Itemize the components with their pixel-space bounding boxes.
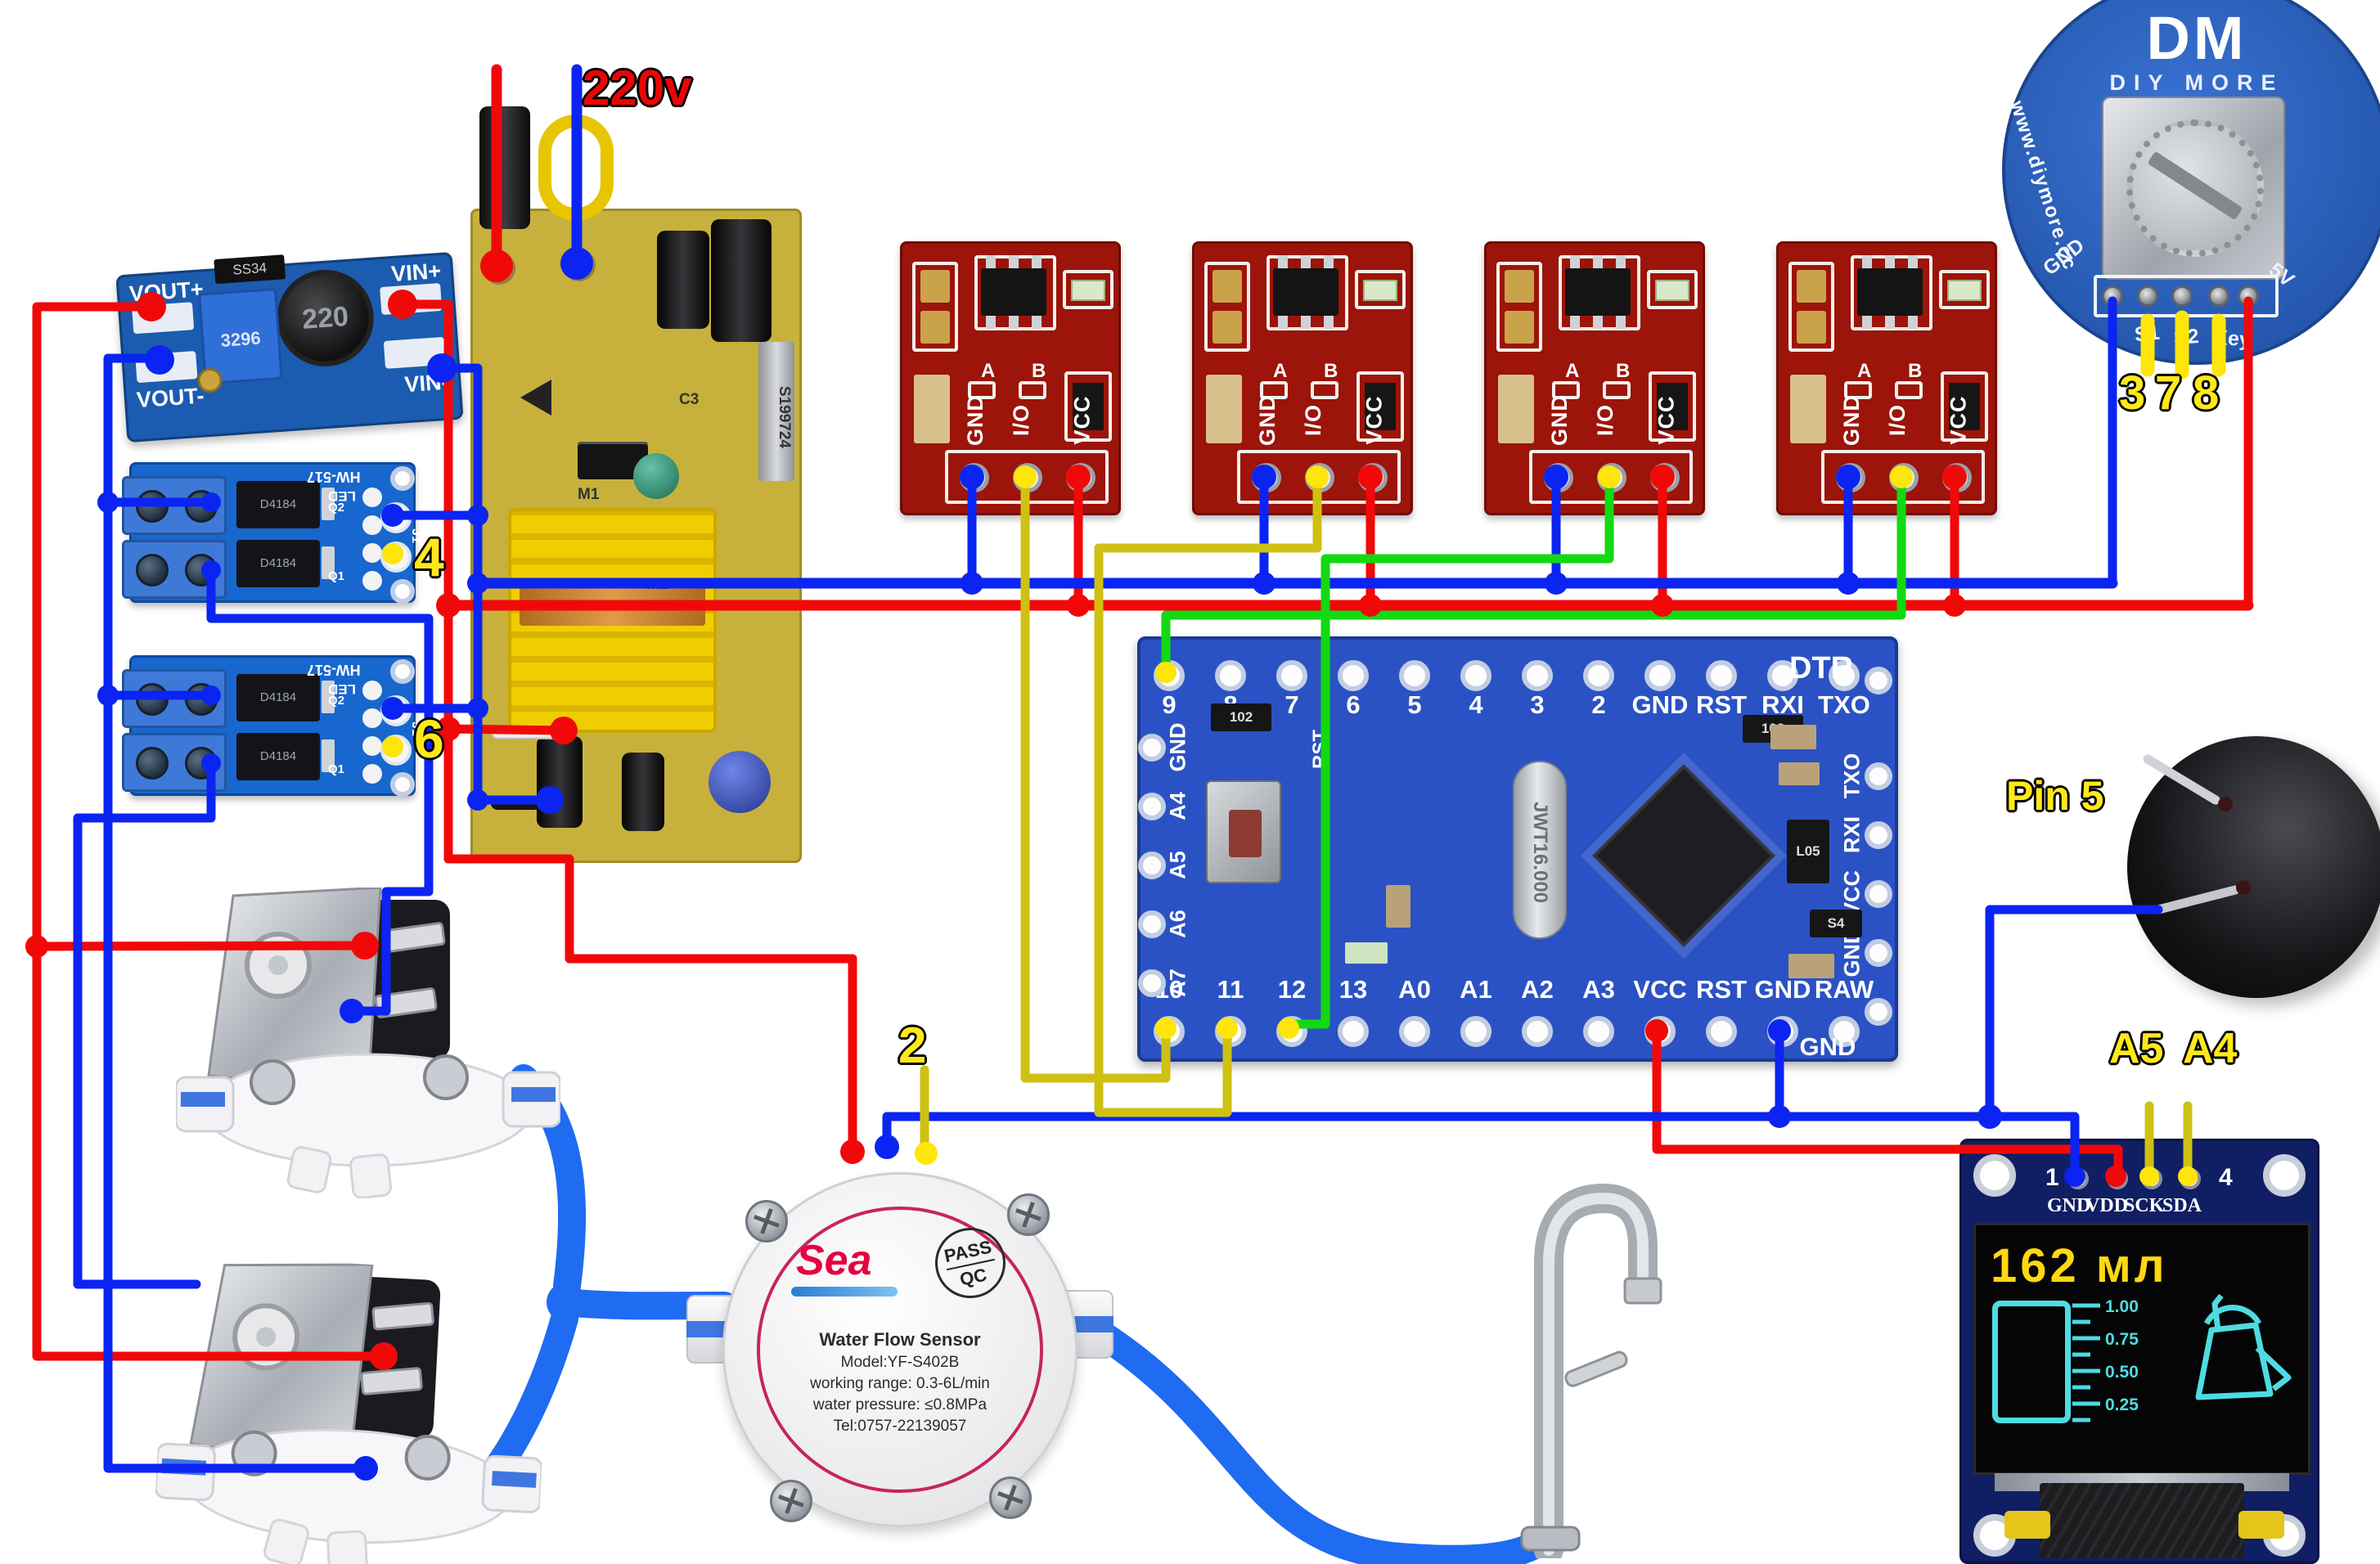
- pin-label-txo: TXO: [1818, 690, 1870, 719]
- capacitor-icon: [711, 219, 772, 342]
- touch-ic-icon: [1565, 268, 1631, 316]
- oled-pin-label-vdd: VDD: [2085, 1195, 2128, 1216]
- label-3: 3: [2119, 366, 2146, 420]
- gauge-tick-value: 0.25: [2105, 1395, 2139, 1414]
- sensor-title: Water Flow Sensor: [819, 1329, 981, 1350]
- encoder-knob: [2126, 119, 2264, 257]
- pin-label-vcc: VCC: [1633, 975, 1687, 1004]
- pin-label-rxi: RXI: [1761, 690, 1804, 719]
- gauge-icon: [1992, 1301, 2071, 1423]
- heatsink-icon: [758, 342, 794, 481]
- buzzer-body-icon: [2127, 736, 2380, 998]
- label-2: 2: [898, 1018, 927, 1074]
- sensor-range: working range: 0.3-6L/min: [810, 1375, 990, 1392]
- buzzer-pin-icon: [2143, 754, 2220, 805]
- pad-b-label: B: [1908, 360, 1923, 382]
- brand-logo: Sea: [796, 1237, 872, 1284]
- label-a4: A4: [2183, 1025, 2238, 1072]
- touch-ic-icon: [1857, 268, 1923, 316]
- tube-y-joint: [547, 1283, 586, 1322]
- capacitor-icon: [633, 453, 679, 499]
- sensor-model: Model:YF-S402B: [840, 1354, 960, 1371]
- sensor-tel: Tel:0757-22139057: [833, 1418, 967, 1435]
- pin-hole: [1865, 762, 1892, 790]
- buzzer-pin-icon: [2153, 885, 2240, 915]
- label-8: 8: [2193, 366, 2220, 420]
- gauge-tick-value: 0.75: [2105, 1330, 2139, 1349]
- oled-pin-label-gnd: GND: [2047, 1195, 2091, 1216]
- label-6: 6: [414, 708, 444, 769]
- label-4: 4: [414, 527, 444, 587]
- silkscreen: C3: [679, 391, 700, 408]
- diode-icon: [1073, 383, 1104, 430]
- pad-b-label: B: [1616, 360, 1631, 382]
- label-pin-5: Pin 5: [2006, 773, 2104, 819]
- pin-label-gnd: GND: [1754, 975, 1811, 1004]
- pad-b-label: B: [1324, 360, 1338, 382]
- led-icon: [1363, 280, 1397, 301]
- rotary-encoder-module: DM DIY MORE www.diymore.cc GND S1 S2 Key…: [2002, 0, 2380, 365]
- pad-a-label: A: [1565, 360, 1580, 382]
- pin4-number: 4: [2219, 1164, 2233, 1191]
- pin-hole: [1865, 880, 1892, 908]
- faucet: [1497, 1166, 1669, 1564]
- label-7: 7: [2155, 366, 2182, 420]
- faucet-base-icon: [1520, 1526, 1581, 1552]
- gauge-ticks-icon: [2072, 1303, 2100, 1422]
- pin-hole: [1865, 821, 1892, 849]
- kapton-icon: [2238, 1511, 2284, 1539]
- water-tube: [1066, 1307, 1563, 1564]
- pad-a-label: A: [1857, 360, 1872, 382]
- pin-label-gnd: GND: [1631, 690, 1689, 719]
- faucet-handle: [1564, 1351, 1628, 1387]
- brand-logo: DM: [2146, 4, 2247, 72]
- pin-hole: [1865, 939, 1892, 967]
- capacitor-icon: [657, 231, 709, 329]
- led-icon: [1655, 280, 1689, 301]
- led-icon: [1947, 280, 1982, 301]
- diode-icon: [1657, 383, 1688, 430]
- pin-label-rst: RST: [1696, 975, 1747, 1004]
- regulator-l05: L05: [1787, 820, 1829, 883]
- pin-label-raw: RAW: [1814, 975, 1874, 1004]
- pad-a-label: A: [981, 360, 996, 382]
- logo-swoosh-icon: [791, 1287, 898, 1297]
- pin-label-rst: RST: [1696, 690, 1747, 719]
- flex-ribbon-icon: [2040, 1483, 2244, 1558]
- oled-pin-label-sda: SDA: [2162, 1195, 2202, 1216]
- pad-a-label: A: [1273, 360, 1288, 382]
- touch-ic-icon: [981, 268, 1046, 316]
- capacitor-icon: [479, 106, 530, 229]
- diode-icon: [1365, 383, 1396, 430]
- led-icon: [1071, 280, 1105, 301]
- gauge-tick-value: 1.00: [2105, 1297, 2139, 1316]
- diode-icon: [1949, 383, 1980, 430]
- buzzer: [2103, 736, 2380, 1006]
- silkscreen: M1: [578, 486, 600, 503]
- kapton-icon: [2004, 1511, 2050, 1539]
- gauge-tick-value: 0.50: [2105, 1363, 2139, 1382]
- label-ring-icon: [757, 1207, 1043, 1493]
- kettle-icon: [2195, 1293, 2292, 1400]
- pin-hole: [1865, 998, 1892, 1026]
- spout-tip-icon: [1623, 1277, 1662, 1305]
- oled-pin-label-sck: SCK: [2124, 1195, 2165, 1216]
- touch-ic-icon: [1273, 268, 1338, 316]
- pad-b-label: B: [1032, 360, 1046, 382]
- brand-name: DIY MORE: [2109, 70, 2284, 95]
- sensor-pressure: water pressure: ≤0.8MPa: [812, 1396, 988, 1413]
- label-a5: A5: [2109, 1025, 2164, 1072]
- volume-reading: 162 мл: [1991, 1239, 2168, 1292]
- label-220v: 220v: [583, 61, 692, 115]
- diode-s4: S4: [1810, 910, 1862, 937]
